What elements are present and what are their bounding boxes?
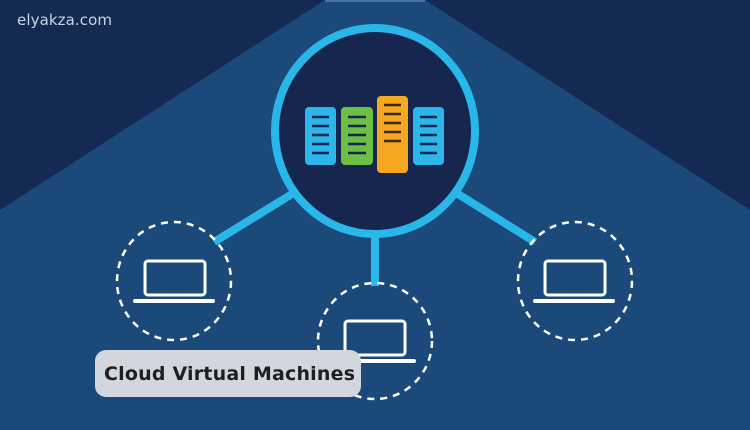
client-right [516,220,634,342]
title-label: Cloud Virtual Machines [95,350,361,397]
dashed-circle [516,220,634,342]
title-text: Cloud Virtual Machines [104,362,356,385]
hub-circle [271,24,479,238]
server-green [341,107,373,165]
connector-lines [211,190,538,286]
laptop-icon [533,259,615,303]
laptop-icon [133,259,215,303]
watermark-text: elyakza.com [17,11,113,29]
connector-left [211,190,295,246]
server-blue-right [413,107,444,165]
server-rack-icon [305,96,444,173]
connector-right [455,190,538,246]
server-blue-left [305,107,336,165]
client-left [115,220,233,342]
dashed-circle [115,220,233,342]
server-orange [377,96,408,173]
dashed-circle [316,281,434,401]
